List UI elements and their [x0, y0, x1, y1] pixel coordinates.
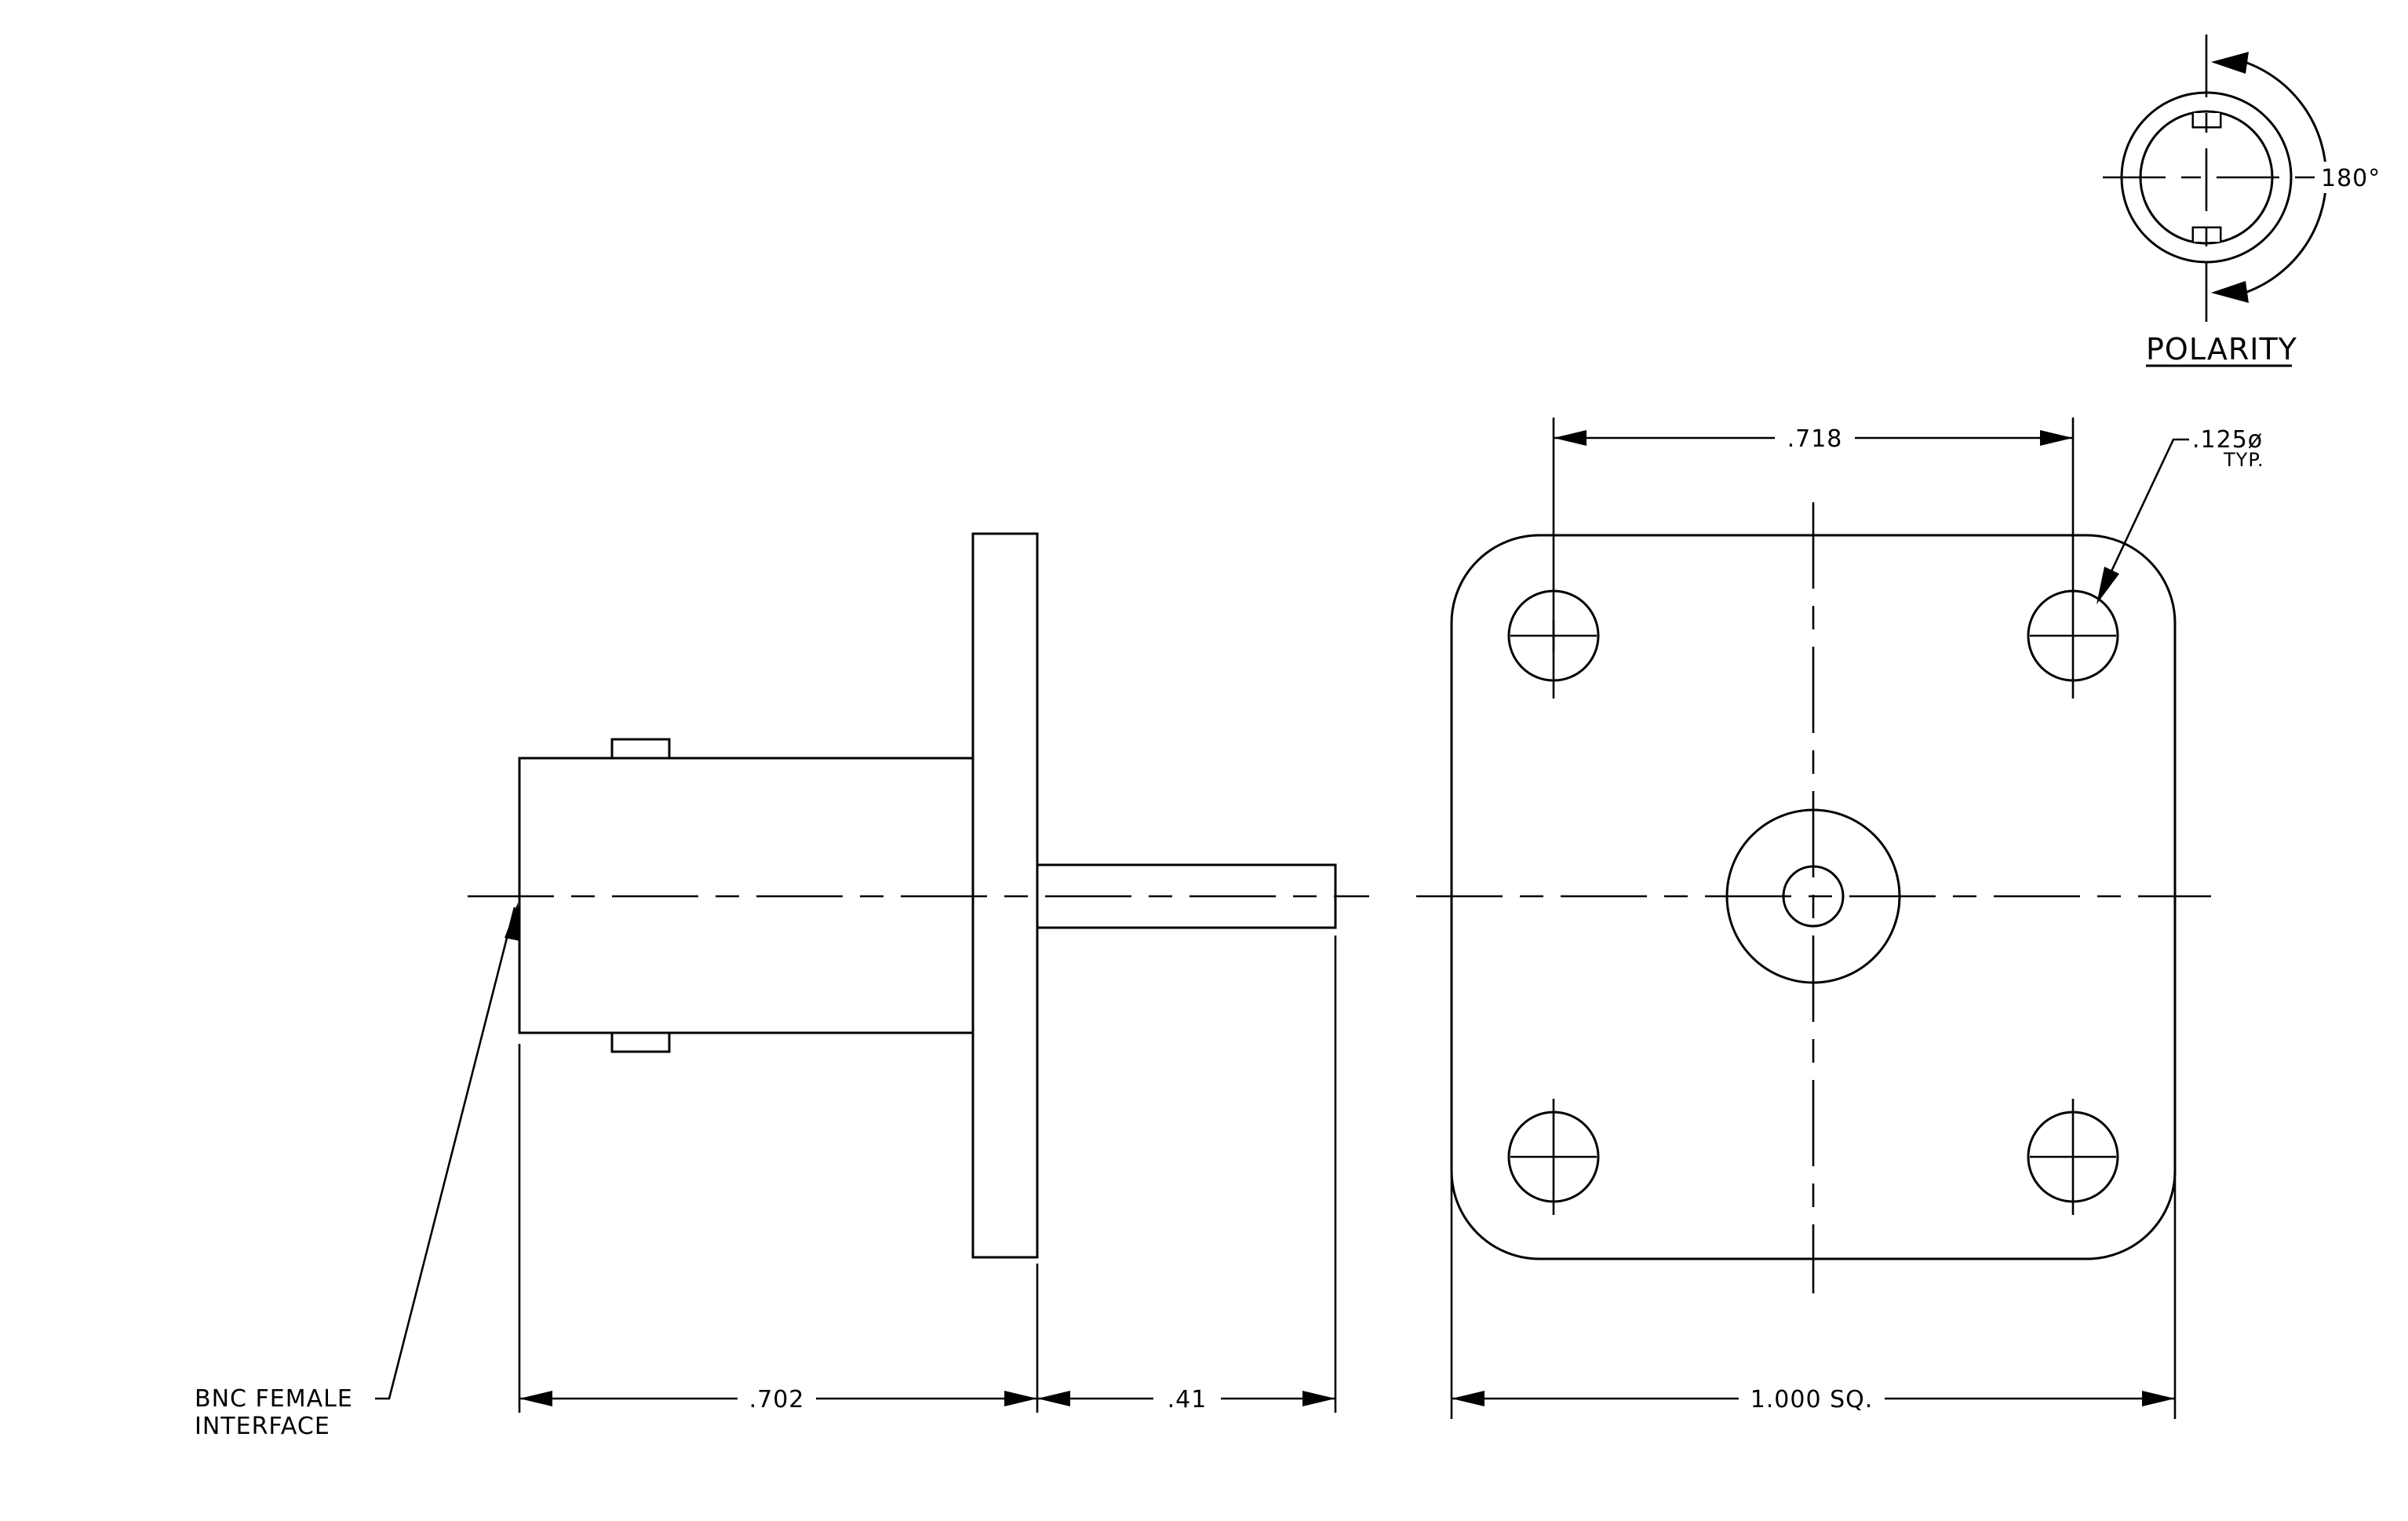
mounting-hole-bottom-left	[1507, 1099, 1600, 1215]
mounting-hole-bottom-right	[2027, 1099, 2119, 1215]
front-view: .718 .125ø TYP. 1.000 SQ.	[1416, 418, 2264, 1419]
hole-callout-leader	[2097, 438, 2189, 600]
dim-arrow-702-right	[1004, 1391, 1037, 1406]
hole-callout-arrow	[2097, 567, 2119, 604]
side-view: .702 .41 BNC FEMALE INTERFACE	[195, 532, 1369, 1440]
dim-arrow-sq-right	[2142, 1391, 2175, 1406]
dim-arrow-41-left	[1037, 1391, 1070, 1406]
polarity-angle-label: 180°	[2321, 165, 2381, 192]
dim-label-body-length: .702	[749, 1386, 805, 1413]
dim-arrow-718-left	[1554, 430, 1587, 446]
polarity-title: POLARITY	[2146, 332, 2297, 367]
bnc-callout-line2: INTERFACE	[195, 1413, 330, 1440]
dim-arrow-702-left	[519, 1391, 552, 1406]
dim-label-pin-length: .41	[1168, 1386, 1208, 1413]
bayonet-stud-top	[610, 738, 671, 760]
bnc-callout-leader	[375, 906, 516, 1400]
dim-label-flange-size: 1.000 SQ.	[1750, 1386, 1874, 1413]
polarity-view: 180° POLARITY	[2103, 35, 2381, 367]
mounting-hole-top-left	[1507, 581, 1600, 698]
dim-arrow-sq-left	[1452, 1391, 1485, 1406]
bayonet-stud-bottom	[610, 1031, 671, 1053]
dim-arrow-41-right	[1302, 1391, 1335, 1406]
bnc-callout-line1: BNC FEMALE	[195, 1385, 353, 1413]
bnc-callout-arrow	[505, 903, 520, 941]
hole-callout-typ: TYP.	[2223, 449, 2264, 471]
dim-label-hole-spacing: .718	[1787, 425, 1843, 453]
hole-callout-diameter: .125ø	[2192, 426, 2263, 454]
polarity-arrowhead-top	[2211, 52, 2249, 74]
polarity-arrowhead-bottom	[2211, 281, 2249, 303]
center-contact	[1782, 865, 1845, 928]
mounting-hole-top-right	[2027, 581, 2119, 698]
dim-arrow-718-right	[2040, 430, 2073, 446]
center-bore-outer	[1725, 808, 1901, 984]
